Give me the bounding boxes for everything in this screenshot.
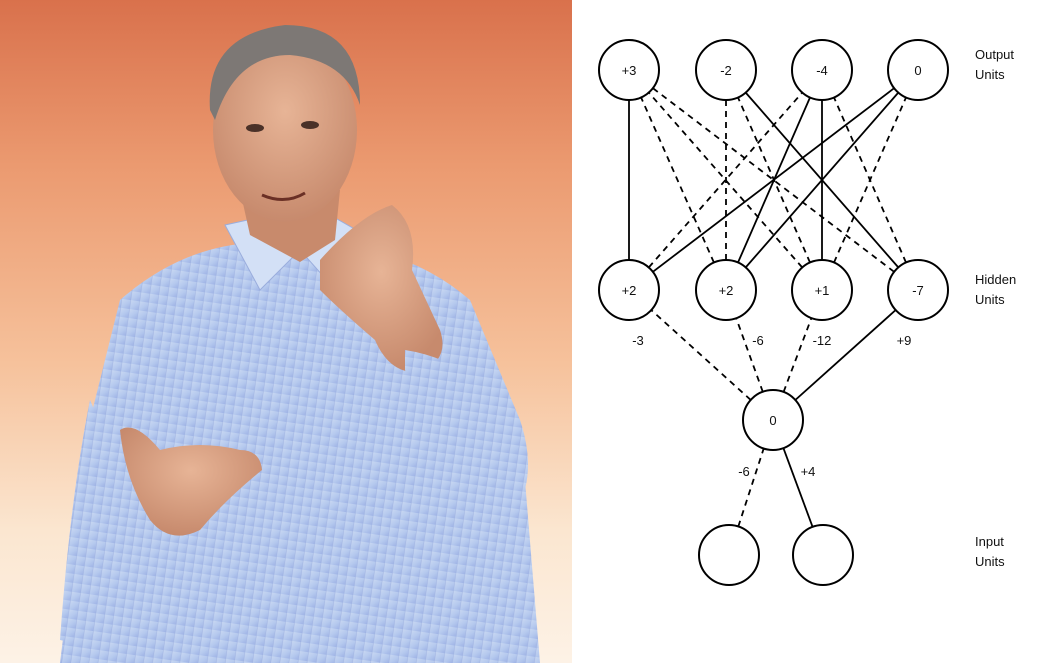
connection-input-0-to-middle-0 (737, 448, 765, 527)
connection-hidden-2-to-output-1 (737, 97, 811, 263)
hidden-node-circle (695, 259, 757, 321)
input-node-1 (792, 524, 854, 586)
hidden-node-circle (791, 259, 853, 321)
weights-layer: -3 -6 -12 +9 -6 +4 (632, 333, 911, 479)
hidden-units-line1: Hidden (975, 272, 1017, 287)
hidden-node-circle (598, 259, 660, 321)
output-node-circle (887, 39, 949, 101)
weight-label: -12 (813, 333, 832, 348)
output-node-2: -4 (791, 39, 853, 101)
input-node-circle (792, 524, 854, 586)
hidden-node-1: +2 (695, 259, 757, 321)
weight-label: +4 (801, 464, 816, 479)
network-svg: +3 -2 -4 0 +2 +2 +1 -7 0 -3 -6 -12 +9 -6 +4 (598, 39, 949, 586)
output-node-circle (791, 39, 853, 101)
hidden-node-value: -7 (912, 283, 924, 298)
hidden-node-value: +1 (815, 283, 830, 298)
output-node-value: +3 (622, 63, 637, 78)
input-units-label: Input Units (975, 532, 1005, 572)
middle-node-value: 0 (769, 413, 776, 428)
output-node-3: 0 (887, 39, 949, 101)
connection-hidden-3-to-output-1 (745, 92, 899, 268)
input-units-line1: Input (975, 534, 1004, 549)
connection-middle-0-to-hidden-2 (782, 317, 813, 393)
weight-label: +9 (897, 333, 912, 348)
hidden-units-line2: Units (975, 292, 1005, 307)
hidden-node-value: +2 (719, 283, 734, 298)
hidden-units-label: Hidden Units (975, 270, 1016, 310)
hidden-node-3: -7 (887, 259, 949, 321)
connection-hidden-3-to-output-2 (833, 97, 907, 263)
hidden-node-value: +2 (622, 283, 637, 298)
output-node-0: +3 (598, 39, 660, 101)
connection-middle-0-to-hidden-0 (650, 309, 752, 401)
weight-label: -6 (752, 333, 764, 348)
output-units-label: Output Units (975, 45, 1014, 85)
hidden-node-2: +1 (791, 259, 853, 321)
output-node-circle (598, 39, 660, 101)
speaker-photo (0, 0, 572, 663)
connection-hidden-1-to-output-0 (640, 97, 715, 263)
input-node-0 (698, 524, 760, 586)
output-units-line2: Units (975, 67, 1005, 82)
speaker-illustration (60, 25, 540, 663)
connections-layer (628, 87, 907, 528)
input-node-circle (698, 524, 760, 586)
hidden-node-0: +2 (598, 259, 660, 321)
connection-hidden-2-to-output-0 (648, 92, 803, 268)
input-units-line2: Units (975, 554, 1005, 569)
connection-middle-0-to-hidden-3 (794, 309, 897, 401)
output-node-value: -2 (720, 63, 732, 78)
hidden-node-circle (887, 259, 949, 321)
connection-middle-0-to-hidden-1 (735, 317, 764, 393)
middle-node-0: 0 (742, 389, 804, 451)
weight-label: -6 (738, 464, 750, 479)
connection-input-1-to-middle-0 (782, 447, 814, 528)
output-node-value: -4 (816, 63, 828, 78)
output-node-value: 0 (914, 63, 921, 78)
output-units-line1: Output (975, 47, 1015, 62)
nodes-layer: +3 -2 -4 0 +2 +2 +1 -7 0 (598, 39, 949, 586)
neural-network-diagram: +3 -2 -4 0 +2 +2 +1 -7 0 -3 -6 -12 +9 -6 +4 Output Un… (572, 0, 1048, 663)
output-node-1: -2 (695, 39, 757, 101)
connection-hidden-0-to-output-2 (648, 92, 803, 268)
weight-label: -3 (632, 333, 644, 348)
middle-node-circle (742, 389, 804, 451)
output-node-circle (695, 39, 757, 101)
